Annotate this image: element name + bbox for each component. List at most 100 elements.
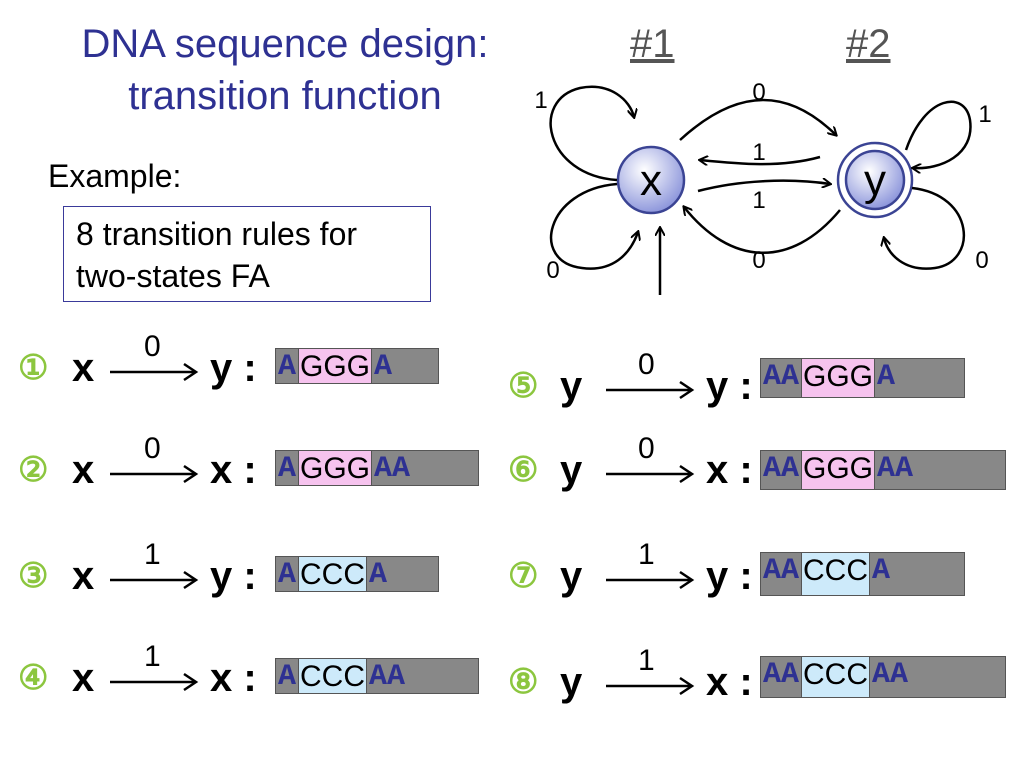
slide-title: DNA sequence design: transition function bbox=[30, 18, 540, 122]
dna-sequence: A GGG AA bbox=[275, 450, 479, 486]
link-2[interactable]: #2 bbox=[846, 22, 891, 66]
rule-input: 0 bbox=[144, 432, 161, 465]
dna-sequence: A CCC A bbox=[275, 556, 439, 592]
rule-input: 1 bbox=[144, 538, 161, 571]
sequence-right-pad: A bbox=[875, 359, 964, 397]
rule-5: ⑤ y 0 y : AA GGG A bbox=[508, 350, 968, 410]
sequence-left-pad: A bbox=[276, 557, 299, 592]
sequence-right-pad: AA bbox=[367, 659, 478, 694]
sequence-core: GGG bbox=[298, 349, 373, 383]
rule-from-state: x bbox=[72, 346, 95, 390]
sequence-right-pad: AA bbox=[372, 451, 478, 486]
rules-box-line-1: 8 transition rules for bbox=[76, 216, 358, 252]
rule-input: 0 bbox=[638, 348, 655, 381]
fa-diagram: x y 1 0 0 1 1 0 1 0 bbox=[534, 79, 992, 295]
sequence-right-pad: A bbox=[870, 553, 964, 595]
y-self-loop-0-arrow bbox=[884, 186, 966, 270]
sequence-core: GGG bbox=[801, 359, 876, 397]
rule-from-state: x bbox=[72, 656, 95, 700]
state-x-circle bbox=[616, 145, 686, 215]
link-1[interactable]: #1 bbox=[630, 22, 675, 66]
rule-number: ⑦ bbox=[508, 557, 539, 595]
rule-1: ① x 0 y : A GGG A bbox=[18, 332, 448, 392]
top-edge-0-label: 0 bbox=[752, 79, 765, 106]
y-self-loop-1-arrow bbox=[904, 100, 972, 168]
rule-from-state: y bbox=[560, 364, 583, 408]
dna-sequence: A GGG A bbox=[275, 348, 439, 384]
sequence-right-pad: AA bbox=[870, 657, 1005, 697]
x-self-loop-0-arrow bbox=[549, 182, 638, 270]
rule-4: ④ x 1 x : A CCC AA bbox=[18, 642, 488, 702]
bottom-edge-0-label: 0 bbox=[752, 247, 765, 274]
sequence-core: CCC bbox=[801, 553, 871, 595]
x-to-y-mid-arrow bbox=[697, 181, 830, 193]
transition-arrow-icon bbox=[110, 464, 199, 484]
transition-arrow-icon bbox=[606, 464, 695, 484]
transition-arrow-icon bbox=[606, 676, 695, 696]
y-to-x-bottom-arrow bbox=[684, 207, 841, 255]
transition-arrow-icon bbox=[606, 380, 695, 400]
rule-to-state: x : bbox=[210, 448, 257, 492]
rules-summary-box: 8 transition rules for two-states FA bbox=[63, 206, 431, 302]
rule-8: ⑧ y 1 x : AA CCC AA bbox=[508, 646, 1008, 706]
transition-arrow-icon bbox=[110, 672, 199, 692]
rule-7: ⑦ y 1 y : AA CCC A bbox=[508, 540, 968, 600]
transition-arrow-icon bbox=[110, 570, 199, 590]
rule-number: ⑧ bbox=[508, 663, 539, 701]
rule-6: ⑥ y 0 x : AA GGG AA bbox=[508, 434, 1008, 494]
y-self-0-label: 0 bbox=[975, 247, 988, 274]
x-to-y-top-arrow bbox=[679, 98, 836, 141]
rule-to-state: y : bbox=[706, 554, 753, 598]
rule-to-state: x : bbox=[706, 660, 753, 704]
rule-to-state: y : bbox=[706, 364, 753, 408]
dna-sequence: AA GGG A bbox=[760, 358, 965, 398]
rule-to-state: x : bbox=[210, 656, 257, 700]
rule-number: ① bbox=[18, 349, 49, 387]
rule-number: ④ bbox=[18, 659, 49, 697]
state-x-label: x bbox=[640, 156, 662, 205]
x-self-loop-1-arrow bbox=[549, 85, 634, 182]
sequence-left-pad: AA bbox=[761, 553, 802, 595]
rule-to-state: x : bbox=[706, 448, 753, 492]
transition-arrow-icon bbox=[606, 570, 695, 590]
rule-to-state: y : bbox=[210, 346, 257, 390]
sequence-right-pad: AA bbox=[875, 451, 1005, 489]
rule-number: ⑤ bbox=[508, 367, 539, 405]
sequence-core: CCC bbox=[801, 657, 871, 697]
transition-arrow-icon bbox=[110, 362, 199, 382]
title-line-1: DNA sequence design: bbox=[81, 22, 489, 66]
rule-from-state: x bbox=[72, 448, 95, 492]
rule-from-state: y bbox=[560, 448, 583, 492]
state-y-label: y bbox=[864, 156, 886, 205]
y-to-x-mid-arrow bbox=[700, 157, 821, 164]
state-y-inner-circle bbox=[844, 149, 906, 211]
rules-box-line-2: two-states FA bbox=[76, 258, 270, 294]
sequence-left-pad: A bbox=[276, 659, 299, 694]
rule-number: ⑥ bbox=[508, 451, 539, 489]
mid-edge-1b-label: 1 bbox=[752, 187, 765, 214]
sequence-right-pad: A bbox=[367, 557, 438, 592]
sequence-core: CCC bbox=[298, 659, 368, 693]
sequence-left-pad: A bbox=[276, 451, 299, 486]
rule-number: ② bbox=[18, 451, 49, 489]
example-label: Example: bbox=[48, 158, 182, 194]
sequence-left-pad: AA bbox=[761, 359, 802, 397]
rule-input: 0 bbox=[638, 432, 655, 465]
rule-to-state: y : bbox=[210, 554, 257, 598]
dna-sequence: AA GGG AA bbox=[760, 450, 1006, 490]
x-self-1-label: 1 bbox=[534, 87, 547, 114]
rule-3: ③ x 1 y : A CCC A bbox=[18, 540, 448, 600]
y-self-1-label: 1 bbox=[978, 101, 991, 128]
x-self-0-label: 0 bbox=[546, 257, 559, 284]
rule-input: 0 bbox=[144, 330, 161, 363]
mid-edge-1a-label: 1 bbox=[752, 139, 765, 166]
rule-input: 1 bbox=[638, 644, 655, 677]
sequence-left-pad: AA bbox=[761, 657, 802, 697]
sequence-left-pad: AA bbox=[761, 451, 802, 489]
title-line-2: transition function bbox=[128, 74, 442, 118]
sequence-left-pad: A bbox=[276, 349, 299, 384]
rule-from-state: y bbox=[560, 660, 583, 704]
sequence-core: GGG bbox=[801, 451, 876, 489]
sequence-right-pad: A bbox=[372, 349, 438, 384]
rule-input: 1 bbox=[638, 538, 655, 571]
